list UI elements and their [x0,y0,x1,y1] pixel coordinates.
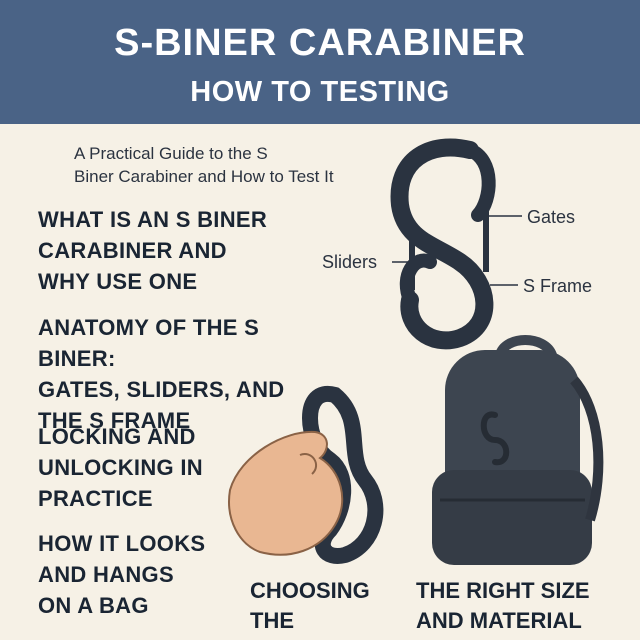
section-line: THE S FRAME [38,408,191,433]
intro-line: A Practical Guide to the S [74,144,268,163]
section-line: HOW IT LOOKS [38,531,206,556]
caption-line: THE [250,608,294,633]
intro-text: A Practical Guide to the S Biner Carabin… [74,142,424,188]
section-what-is: WHAT IS AN S BINER CARABINER AND WHY USE… [38,204,318,297]
backpack-icon [432,335,604,565]
section-anatomy: ANATOMY OF THE S BINER: GATES, SLIDERS, … [38,312,328,436]
page-subtitle: HOW TO TESTING [190,76,450,108]
section-line: UNLOCKING IN [38,455,203,480]
caption-line: CHOOSING [250,578,370,603]
section-line: ON A BAG [38,593,149,618]
section-locking: LOCKING AND UNLOCKING IN PRACTICE [38,421,258,514]
page-title: S-BINER CARABINER [114,22,526,64]
section-line: WHAT IS AN S BINER [38,207,268,232]
section-line: AND HANGS [38,562,174,587]
section-line: LOCKING AND [38,424,196,449]
section-on-bag: HOW IT LOOKS AND HANGS ON A BAG [38,528,248,621]
intro-line: Biner Carabiner and How to Test It [74,167,334,186]
section-line: PRACTICE [38,486,153,511]
s-biner-diagram-icon [390,138,496,350]
section-line: ANATOMY OF THE S BINER: [38,315,260,371]
section-line: GATES, SLIDERS, AND [38,377,285,402]
caption-line: AND MATERIAL [416,608,582,633]
header-banner: S-BINER CARABINER HOW TO TESTING [0,0,640,124]
s-frame-label: S Frame [523,276,593,296]
caption-right-size: THE RIGHT SIZE AND MATERIAL [416,576,616,636]
section-line: CARABINER AND [38,238,227,263]
gates-label: Gates [527,207,576,227]
sliders-label: Sliders [322,252,378,272]
caption-line: THE RIGHT SIZE [416,578,590,603]
caption-choosing: CHOOSING THE [250,576,400,636]
section-line: WHY USE ONE [38,269,198,294]
hand-holding-carabiner-icon [228,385,384,564]
